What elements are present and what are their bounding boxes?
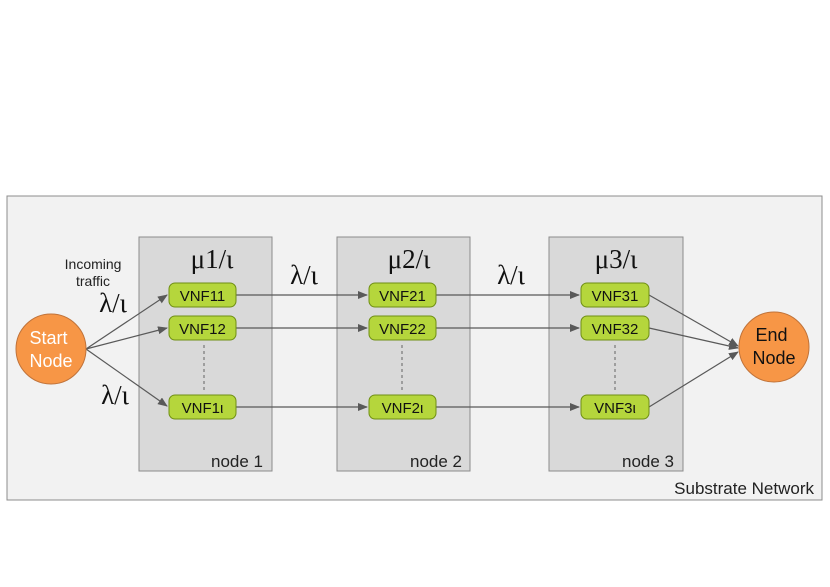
incoming-traffic-label: Incoming traffic [65, 256, 126, 289]
vnf-box-31: VNF31 [580, 282, 650, 308]
vnf-label-12: VNF12 [179, 321, 226, 338]
vnf-box-2i: VNF2ι [368, 394, 437, 420]
svg-text:End Node: End Node [752, 325, 795, 368]
vnf-label-32: VNF32 [592, 321, 639, 338]
service-rate-node-1: μ1/ι [191, 244, 234, 274]
vnf-label-3i: VNF3ι [594, 400, 636, 417]
end-node-line-2: Node [752, 348, 795, 368]
start-node-line-2: Node [29, 351, 72, 371]
server-node-3-label: node 3 [622, 452, 674, 471]
service-rate-node-2: μ2/ι [388, 244, 431, 274]
incoming-traffic-line-2: traffic [76, 273, 110, 289]
vnf-box-22: VNF22 [368, 315, 437, 341]
vnf-label-1i: VNF1ι [182, 400, 224, 417]
vnf-label-31: VNF31 [592, 288, 639, 305]
arrival-rate-lower: λ/ι [101, 380, 130, 410]
vnf-box-3i: VNF3ι [580, 394, 650, 420]
arrow-start-to-vnf12 [85, 326, 168, 350]
svg-text:Start Node: Start Node [29, 328, 72, 371]
vnf-box-1i: VNF1ι [168, 394, 237, 420]
server-node-1-box [138, 236, 273, 472]
vnf-label-21: VNF21 [379, 288, 426, 305]
vnf-label-2i: VNF2ι [382, 400, 424, 417]
arrow-start-to-vnf11 [85, 294, 168, 350]
arrow-vnf31-to-end [648, 294, 739, 347]
end-node: End Node [738, 311, 810, 383]
substrate-network-label: Substrate Network [674, 479, 814, 498]
server-node-2-label: node 2 [410, 452, 462, 471]
vnf-box-21: VNF21 [368, 282, 437, 308]
vnf-box-12: VNF12 [168, 315, 237, 341]
arrow-vnf3i-to-end [648, 351, 739, 408]
server-node-1-label: node 1 [211, 452, 263, 471]
arrival-rate-node2-node3: λ/ι [497, 260, 526, 290]
arrival-rate-upper: λ/ι [99, 288, 128, 318]
arrival-rate-node1-node2: λ/ι [290, 260, 319, 290]
arrow-start-to-vnf1i [85, 348, 168, 407]
vnf-label-11: VNF11 [180, 288, 226, 305]
service-rate-node-3: μ3/ι [595, 244, 638, 274]
server-node-3-box [548, 236, 684, 472]
vnf-label-22: VNF22 [379, 321, 426, 338]
incoming-traffic-line-1: Incoming [65, 256, 122, 272]
arrow-vnf32-to-end [648, 327, 739, 350]
vnf-box-11: VNF11 [168, 282, 237, 308]
vnf-box-32: VNF32 [580, 315, 650, 341]
server-node-2-box [336, 236, 471, 472]
start-node-line-1: Start [29, 328, 67, 348]
end-node-line-1: End [755, 325, 787, 345]
start-node: Start Node [15, 313, 87, 385]
